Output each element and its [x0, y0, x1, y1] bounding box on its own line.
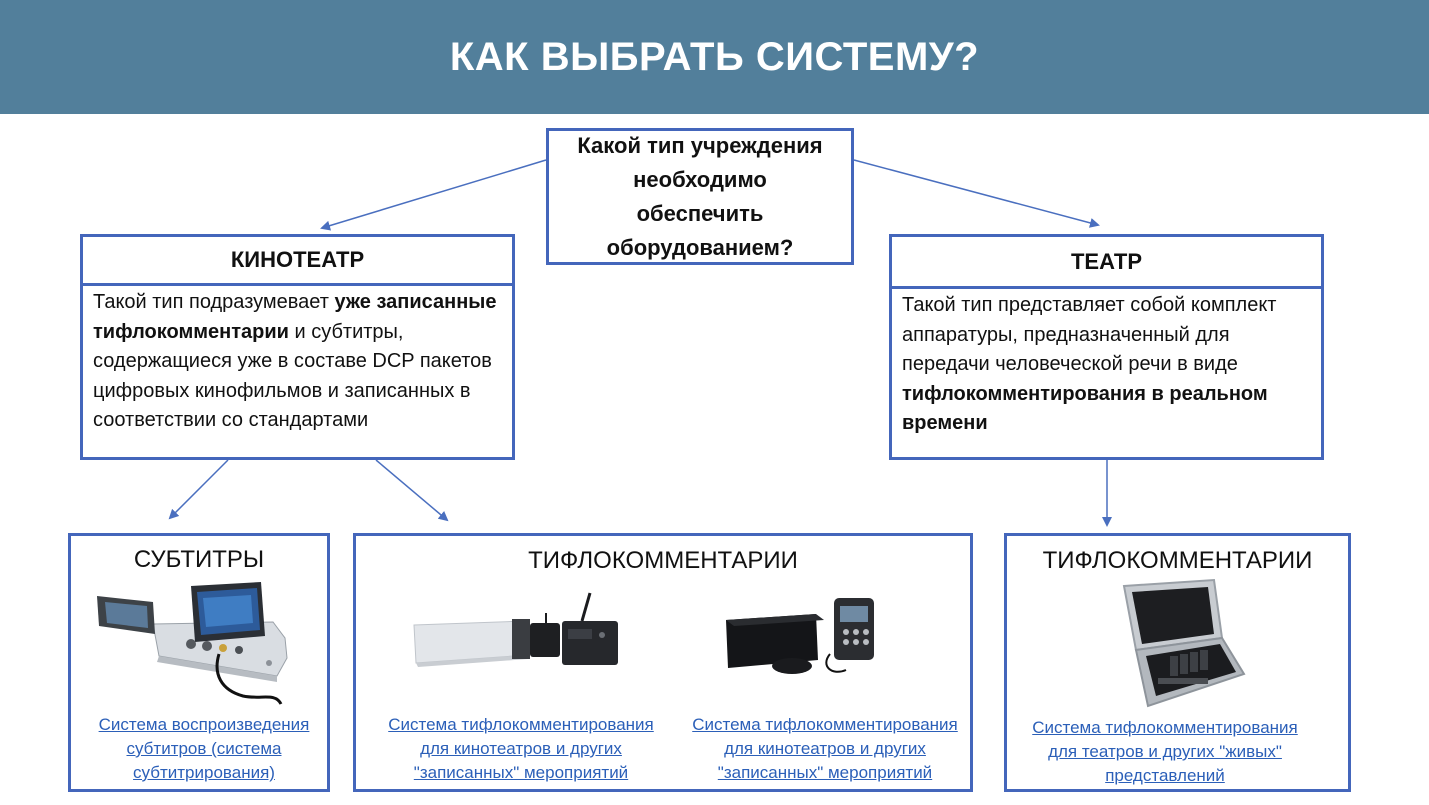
arrow-cinema-to-audio	[376, 460, 447, 520]
theater-description-box: Такой тип представляет собой комплект ап…	[889, 286, 1324, 460]
rack-transmitter-photo	[406, 585, 622, 677]
receiver-kit-photo	[720, 590, 890, 682]
question-box: Какой тип учреждения необходимо обеспечи…	[546, 128, 854, 265]
arrow-cinema-to-subtitles	[170, 460, 228, 518]
audio-cinema-system-link-1[interactable]: Система тифлокомментирования для кинотеа…	[376, 713, 666, 785]
audio-theater-title: ТИФЛОКОММЕНТАРИИ	[1007, 536, 1348, 575]
audio-theater-system-link[interactable]: Система тифлокомментирования для театров…	[1020, 716, 1310, 788]
theater-title-box: ТЕАТР	[889, 234, 1324, 289]
equipment-case-photo	[1118, 578, 1248, 712]
question-text: Какой тип учреждения необходимо обеспечи…	[567, 129, 833, 265]
cinema-desc-text: Такой тип подразумевает	[93, 291, 334, 313]
theater-desc-text: Такой тип представляет собой комплект ап…	[902, 294, 1276, 375]
audio-cinema-title: ТИФЛОКОММЕНТАРИИ	[356, 536, 970, 575]
theater-title: ТЕАТР	[1071, 249, 1142, 275]
theater-desc-bold: тифлокомментирования в реальном времени	[902, 383, 1268, 435]
subtitles-system-link[interactable]: Система воспроизведения субтитров (систе…	[86, 713, 322, 785]
cinema-title: КИНОТЕАТР	[231, 247, 364, 273]
audio-cinema-system-link-2[interactable]: Система тифлокомментирования для кинотеа…	[680, 713, 970, 785]
cinema-description-box: Такой тип подразумевает уже записанные т…	[80, 283, 515, 460]
cinema-title-box: КИНОТЕАТР	[80, 234, 515, 286]
subtitle-display-unit-photo	[93, 578, 303, 706]
subtitles-title: СУБТИТРЫ	[71, 536, 327, 574]
arrow-question-to-theater	[854, 160, 1098, 225]
arrow-question-to-cinema	[322, 160, 546, 228]
